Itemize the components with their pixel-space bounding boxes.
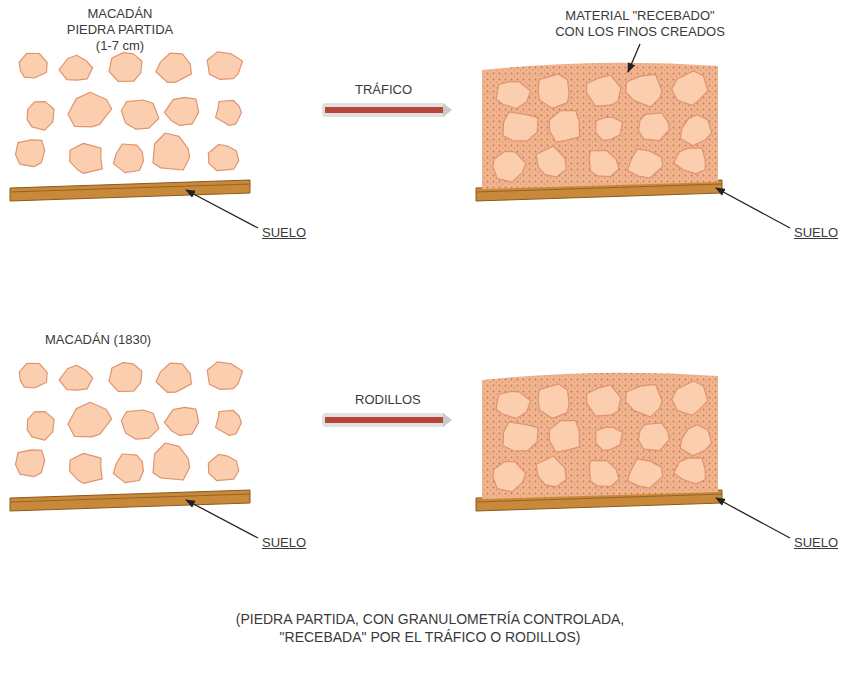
stone bbox=[674, 458, 706, 484]
stone bbox=[153, 443, 190, 480]
stone bbox=[589, 150, 619, 176]
stone bbox=[680, 115, 711, 146]
stone bbox=[549, 110, 579, 142]
stone bbox=[70, 453, 103, 483]
stone bbox=[587, 75, 621, 106]
stone bbox=[638, 113, 669, 141]
stone bbox=[538, 74, 569, 109]
stone bbox=[536, 146, 566, 177]
stone bbox=[587, 385, 621, 416]
stone bbox=[16, 450, 45, 477]
stone bbox=[208, 455, 239, 481]
stone bbox=[549, 420, 579, 452]
stone bbox=[536, 456, 566, 487]
process-arrow bbox=[322, 103, 452, 117]
stone bbox=[19, 363, 47, 388]
rock-group bbox=[493, 71, 712, 182]
stone bbox=[27, 102, 54, 131]
stone bbox=[207, 52, 242, 80]
rock-group bbox=[493, 381, 712, 492]
stone bbox=[68, 402, 112, 437]
stone bbox=[59, 365, 93, 390]
stone bbox=[216, 410, 242, 435]
stone bbox=[672, 71, 708, 105]
stone bbox=[156, 53, 191, 82]
stone bbox=[596, 427, 623, 450]
stone bbox=[493, 461, 526, 492]
title-label: MACADÁN (1830) bbox=[45, 332, 151, 348]
title-label: PIEDRA PARTIDA bbox=[67, 22, 173, 38]
stone bbox=[627, 149, 662, 178]
soil-band bbox=[10, 180, 722, 511]
stone bbox=[626, 74, 662, 107]
process-label: TRÁFICO bbox=[355, 82, 412, 98]
dimension-label: (1-7 cm) bbox=[96, 38, 144, 54]
stone bbox=[216, 100, 242, 125]
stone bbox=[638, 423, 669, 451]
stone bbox=[121, 100, 159, 129]
stone bbox=[672, 381, 708, 415]
stone bbox=[27, 412, 54, 441]
part-label: SUELO bbox=[262, 225, 306, 241]
process-arrow bbox=[322, 413, 452, 427]
stone bbox=[208, 145, 239, 171]
stone bbox=[207, 362, 242, 390]
stone bbox=[596, 117, 623, 140]
stone bbox=[109, 363, 142, 392]
stone bbox=[121, 410, 159, 439]
rock-group bbox=[16, 52, 243, 173]
stone bbox=[113, 144, 143, 173]
stone bbox=[153, 133, 190, 170]
stone bbox=[109, 53, 142, 82]
stone bbox=[16, 140, 45, 167]
stone bbox=[59, 55, 93, 80]
process-label: RODILLOS bbox=[355, 392, 421, 408]
part-label: SUELO bbox=[794, 225, 838, 241]
stone bbox=[70, 143, 103, 173]
stone bbox=[19, 53, 47, 78]
rock-group bbox=[16, 362, 243, 484]
callout-label: MATERIAL "RECEBADO" bbox=[565, 8, 714, 24]
stone bbox=[538, 384, 569, 419]
stone bbox=[627, 459, 662, 488]
stone bbox=[503, 112, 538, 141]
stone bbox=[496, 81, 531, 108]
part-label: SUELO bbox=[262, 535, 306, 551]
stone bbox=[68, 92, 112, 127]
stone bbox=[674, 148, 706, 174]
stone bbox=[496, 391, 531, 418]
stone bbox=[164, 97, 198, 125]
callout-label: CON LOS FINOS CREADOS bbox=[555, 24, 725, 40]
stone bbox=[589, 460, 619, 486]
fines-layer bbox=[482, 63, 718, 189]
stone bbox=[164, 407, 198, 435]
fines-layer bbox=[482, 373, 718, 499]
leader-line bbox=[186, 44, 790, 538]
stone bbox=[680, 425, 711, 456]
caption: (PIEDRA PARTIDA, CON GRANULOMETRÍA CONTR… bbox=[210, 610, 650, 646]
part-label: SUELO bbox=[794, 535, 838, 551]
stone bbox=[113, 454, 143, 483]
stone bbox=[626, 384, 662, 417]
stone bbox=[156, 363, 191, 392]
title-label: MACADÁN bbox=[87, 6, 152, 22]
stone bbox=[503, 422, 538, 451]
stone bbox=[493, 151, 526, 182]
